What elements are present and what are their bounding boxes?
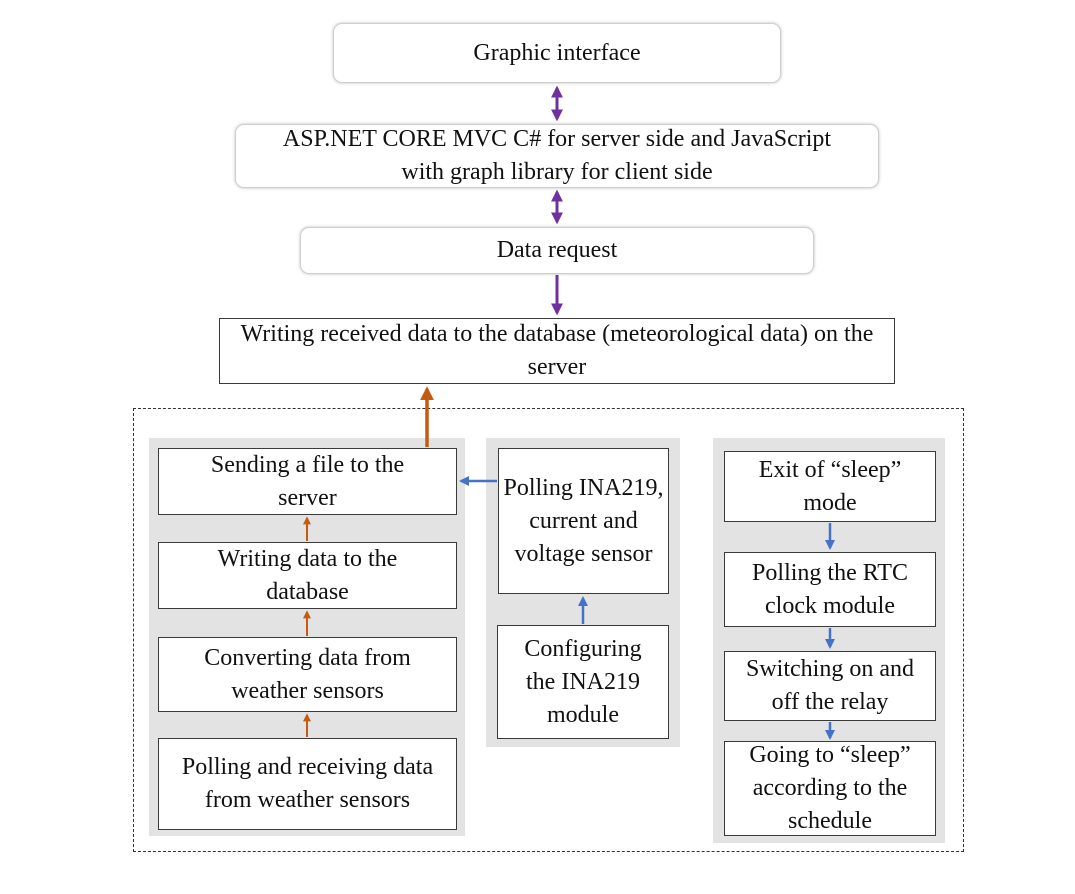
polling-rtc-box: Polling the RTC clock module	[724, 552, 936, 627]
polling-ina219-box: Polling INA219, current and voltage sens…	[498, 448, 669, 594]
going-sleep-label: Going to “sleep” according to the schedu…	[749, 742, 911, 834]
polling-weather-label: Polling and receiving data from weather …	[181, 754, 434, 813]
polling-rtc-label: Polling the RTC clock module	[752, 559, 908, 619]
switching-relay-box: Switching on and off the relay	[724, 651, 936, 721]
writing-received-data-label: Writing received data to the database (m…	[240, 321, 874, 380]
writing-db-label: Writing data to the database	[217, 545, 398, 605]
exit-sleep-box: Exit of “sleep” mode	[724, 451, 936, 522]
configuring-ina219-label: Configuring the INA219 module	[524, 635, 642, 728]
polling-weather-box: Polling and receiving data from weather …	[158, 738, 457, 830]
sending-file-box: Sending a file to the server	[158, 448, 457, 515]
graphic-interface-label: Graphic interface	[473, 39, 641, 66]
converting-label: Converting data from weather sensors	[204, 644, 411, 704]
exit-sleep-label: Exit of “sleep” mode	[758, 456, 902, 516]
converting-box: Converting data from weather sensors	[158, 637, 457, 712]
data-request-label: Data request	[496, 237, 618, 263]
device-boundary	[133, 408, 964, 852]
switching-relay-label: Switching on and off the relay	[746, 656, 914, 715]
sending-file-label: Sending a file to the server	[210, 451, 405, 511]
going-sleep-box: Going to “sleep” according to the schedu…	[724, 741, 936, 836]
server-framework-label: ASP.NET CORE MVC C# for server side and …	[282, 126, 832, 185]
server-framework-box: ASP.NET CORE MVC C# for server side and …	[235, 124, 879, 188]
data-request-box: Data request	[300, 227, 814, 274]
configuring-ina219-box: Configuring the INA219 module	[497, 625, 669, 739]
graphic-interface-box: Graphic interface	[333, 23, 781, 83]
writing-received-data-box: Writing received data to the database (m…	[219, 318, 895, 384]
writing-db-box: Writing data to the database	[158, 542, 457, 609]
polling-ina219-label: Polling INA219, current and voltage sens…	[503, 474, 664, 567]
